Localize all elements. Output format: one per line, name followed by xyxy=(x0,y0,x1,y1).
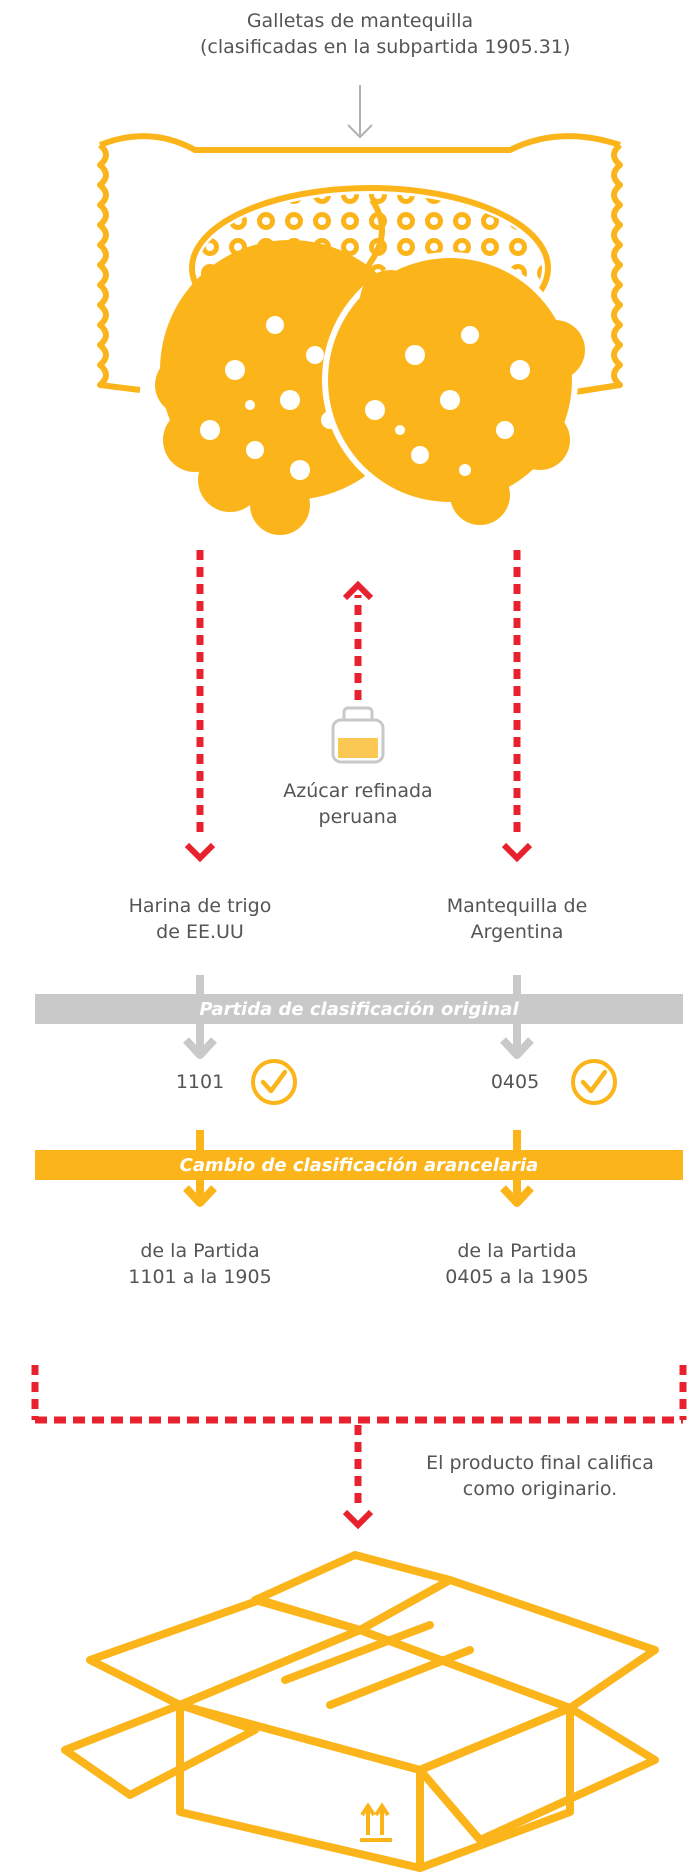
product-title: Galletas de mantequilla (clasificadas en… xyxy=(200,8,571,60)
check-circle-icon xyxy=(571,1059,617,1105)
butter-label-line1: Mantequilla de xyxy=(446,895,588,917)
arrow-from-sugar xyxy=(342,580,374,700)
butter-change-line1: de la Partida xyxy=(457,1240,577,1262)
butter-code: 0405 xyxy=(490,1071,540,1093)
flour-change-line1: de la Partida xyxy=(140,1240,260,1262)
tariff-change-label: Cambio de clasificación arancelaria xyxy=(179,1154,539,1176)
cookies xyxy=(155,240,585,535)
butter-label-line2: Argentina xyxy=(470,921,564,943)
original-classification-label: Partida de clasificación original xyxy=(199,998,519,1020)
flour-code: 1101 xyxy=(175,1071,225,1093)
result-label: El producto final califica como originar… xyxy=(395,1450,685,1502)
tariff-change-bar: Cambio de clasificación arancelaria xyxy=(35,1150,683,1180)
butter-label: Mantequilla de Argentina xyxy=(417,893,617,945)
result-label-line1: El producto final califica xyxy=(426,1452,654,1474)
product-title-line1: Galletas de mantequilla xyxy=(246,10,474,32)
sugar-label: Azúcar refinada peruana xyxy=(258,778,458,830)
check-circle-icon xyxy=(251,1059,297,1105)
sugar-bag-icon xyxy=(331,706,385,764)
open-box-icon xyxy=(61,1551,659,1872)
cookie-right xyxy=(322,252,585,525)
flour-label-line2: de EE.UU xyxy=(156,921,244,943)
flour-change: de la Partida 1101 a la 1905 xyxy=(100,1238,300,1290)
flour-label-line1: Harina de trigo xyxy=(128,895,272,917)
sugar-label-line2: peruana xyxy=(318,806,398,828)
result-label-line2: como originario. xyxy=(462,1478,618,1500)
product-title-line2: (clasificadas en la subpartida 1905.31) xyxy=(200,36,571,58)
this-way-up-icon xyxy=(360,1802,392,1842)
flour-label: Harina de trigo de EE.UU xyxy=(100,893,300,945)
title-arrow xyxy=(347,85,373,139)
butter-change: de la Partida 0405 a la 1905 xyxy=(417,1238,617,1290)
flour-change-line2: 1101 a la 1905 xyxy=(128,1266,272,1288)
arrow-to-butter xyxy=(501,550,533,863)
original-classification-bar: Partida de clasificación original xyxy=(35,994,683,1024)
merge-bracket xyxy=(31,1365,687,1530)
butter-change-line2: 0405 a la 1905 xyxy=(445,1266,589,1288)
arrow-to-flour xyxy=(184,550,216,863)
sugar-label-line1: Azúcar refinada xyxy=(283,780,433,802)
